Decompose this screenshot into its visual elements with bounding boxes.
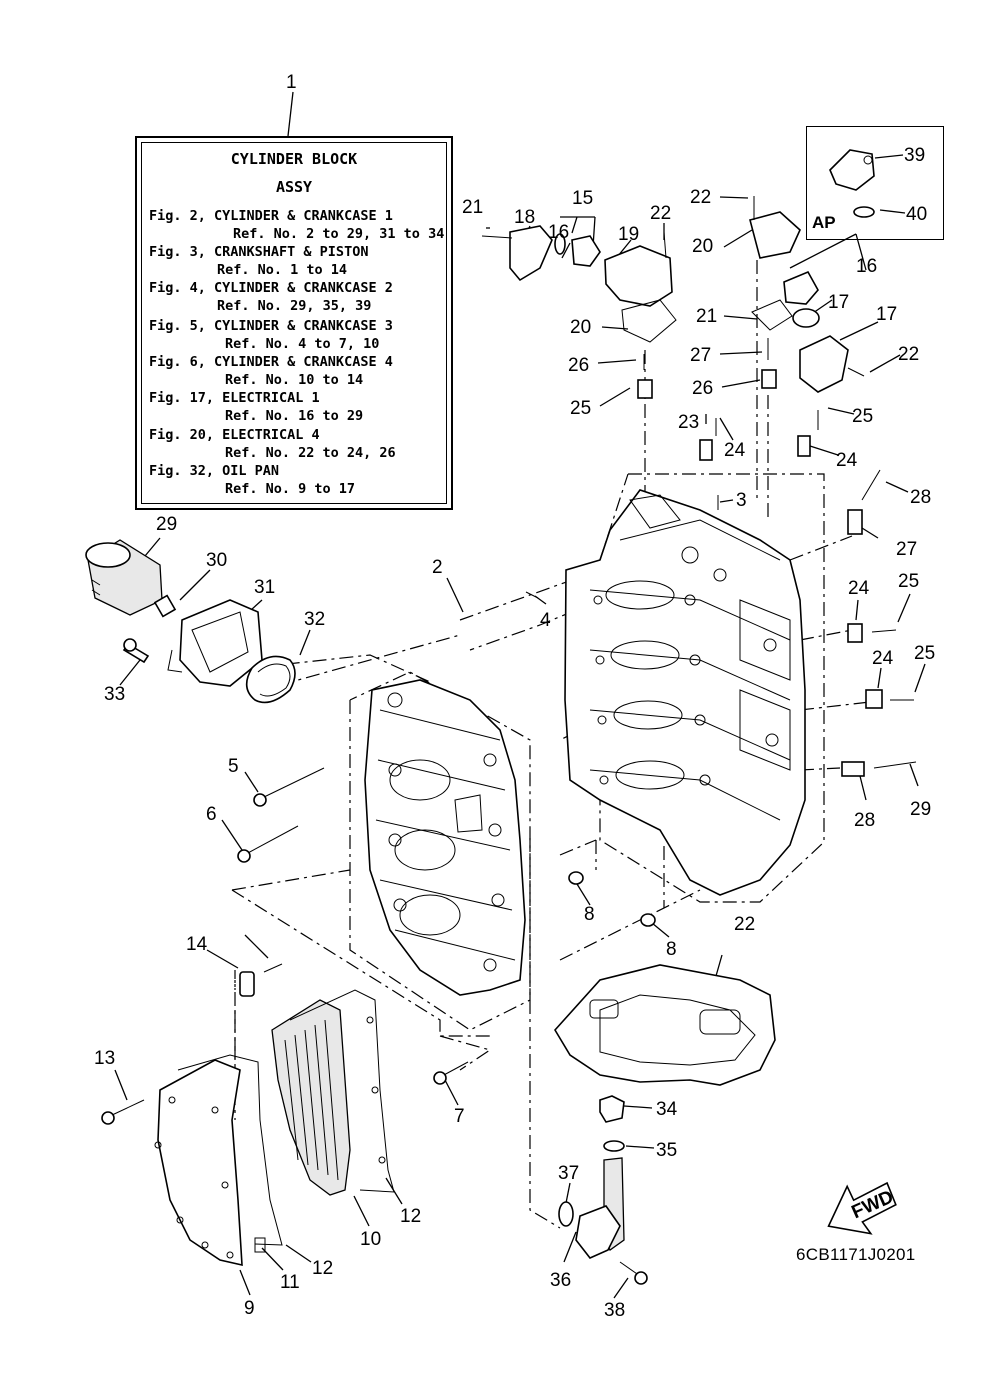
callout: 8: [666, 939, 677, 960]
callout: 23: [678, 412, 699, 433]
callout: 20: [570, 317, 591, 338]
bolts: [101, 767, 469, 1125]
callout: 29: [156, 514, 177, 535]
callout: 25: [914, 643, 935, 664]
callout: 5: [228, 756, 239, 777]
reference-line: Ref. No. 10 to 14: [225, 372, 364, 388]
exhaust-cover-assembly: [154, 971, 395, 1267]
callout: 27: [896, 539, 917, 560]
callout: 22: [734, 914, 755, 935]
callout: 30: [206, 550, 227, 571]
callout: 34: [656, 1099, 678, 1120]
callout: 39: [904, 145, 925, 166]
callout: 21: [696, 306, 717, 327]
callout: 18: [514, 207, 535, 228]
callout: 22: [690, 187, 711, 208]
reference-line: Fig. 17, ELECTRICAL 1: [149, 390, 320, 406]
callout: 24: [848, 578, 870, 599]
callout: 37: [558, 1163, 579, 1184]
callout: 3: [736, 490, 747, 511]
callout: 2: [432, 557, 443, 578]
cylinder-block-assy-reference-box: CYLINDER BLOCK ASSY Fig. 2, CYLINDER & C…: [135, 136, 453, 510]
reference-line: Ref. No. 9 to 17: [225, 481, 356, 497]
sensor-parts: [525, 410, 917, 777]
cylinder-body: [364, 679, 526, 996]
callout: 28: [854, 810, 875, 831]
crankcase-block: [564, 489, 806, 896]
callout: 10: [360, 1229, 381, 1250]
thermostat-assembly: [481, 196, 865, 399]
callout: 26: [568, 355, 589, 376]
callout: 36: [550, 1270, 571, 1291]
reference-box-title: CYLINDER BLOCK: [230, 150, 358, 168]
callout: 12: [312, 1258, 333, 1279]
reference-line: Ref. No. 29, 35, 39: [217, 298, 372, 314]
reference-line: Fig. 32, OIL PAN: [149, 463, 280, 479]
callout: 38: [604, 1300, 625, 1321]
callout: 24: [872, 648, 894, 669]
callout: 16: [548, 222, 569, 243]
ap-inset-box: [806, 126, 944, 240]
callout: 11: [280, 1272, 300, 1293]
reference-line: Fig. 3, CRANKSHAFT & PISTON: [149, 244, 369, 260]
callout: 6: [206, 804, 217, 825]
reference-box-subtitle: ASSY: [275, 178, 313, 196]
callout: 25: [570, 398, 591, 419]
callout-numbers: 1 2 3 4 5 6 7 8 8 9 10 11 12 12 13 14 15…: [94, 72, 935, 1321]
callout: 21: [462, 197, 483, 218]
ap-label: AP: [812, 213, 836, 232]
callout: 17: [876, 304, 897, 325]
callout: 20: [692, 236, 713, 257]
callout: 27: [690, 345, 711, 366]
reference-line: Ref. No. 4 to 7, 10: [225, 336, 380, 352]
callout: 31: [254, 577, 275, 598]
reference-line: Fig. 2, CYLINDER & CRANKCASE 1: [149, 208, 393, 224]
callout: 17: [828, 292, 849, 313]
drawing-code: 6CB1171J0201: [796, 1245, 916, 1264]
gasket-23: [554, 964, 776, 1086]
fwd-arrow-icon: FWD: [827, 1181, 897, 1235]
callout: 7: [454, 1106, 465, 1127]
callout: 19: [618, 224, 639, 245]
callout: 25: [852, 406, 873, 427]
reference-line: Ref. No. 2 to 29, 31 to 34: [233, 226, 445, 242]
callout: 25: [898, 571, 919, 592]
callout: 4: [540, 610, 551, 631]
callout: 24: [836, 450, 858, 471]
callout: 22: [898, 344, 919, 365]
callout: 9: [244, 1298, 255, 1319]
reference-line: Fig. 5, CYLINDER & CRANKCASE 3: [149, 318, 393, 334]
reference-line: Fig. 20, ELECTRICAL 4: [149, 427, 320, 443]
callout: 22: [650, 203, 671, 224]
oil-filter-assembly: [85, 539, 296, 704]
callout: 26: [692, 378, 713, 399]
reference-line: Fig. 6, CYLINDER & CRANKCASE 4: [149, 354, 393, 370]
ap-inset-parts: [829, 149, 875, 218]
callout: 29: [910, 799, 931, 820]
callout: 33: [104, 684, 125, 705]
assembly-lines: [231, 260, 871, 1229]
reference-box-inner-border: [141, 142, 447, 504]
reference-line: Fig. 4, CYLINDER & CRANKCASE 2: [149, 280, 393, 296]
reference-line: Ref. No. 22 to 24, 26: [225, 445, 396, 461]
callout: 12: [400, 1206, 421, 1227]
oil-guide-assembly: [558, 871, 656, 1285]
reference-line: Ref. No. 16 to 29: [225, 408, 364, 424]
callout: 24: [724, 440, 746, 461]
callout: 15: [572, 188, 593, 209]
callout: 32: [304, 609, 325, 630]
reference-line: Ref. No. 1 to 14: [217, 262, 348, 278]
callout: 16: [856, 256, 877, 277]
callout: 28: [910, 487, 931, 508]
callout: 35: [656, 1140, 677, 1161]
callout: 13: [94, 1048, 115, 1069]
callout: 40: [906, 204, 927, 225]
callout: 14: [186, 934, 208, 955]
callout: 8: [584, 904, 595, 925]
callout: 1: [286, 72, 297, 93]
